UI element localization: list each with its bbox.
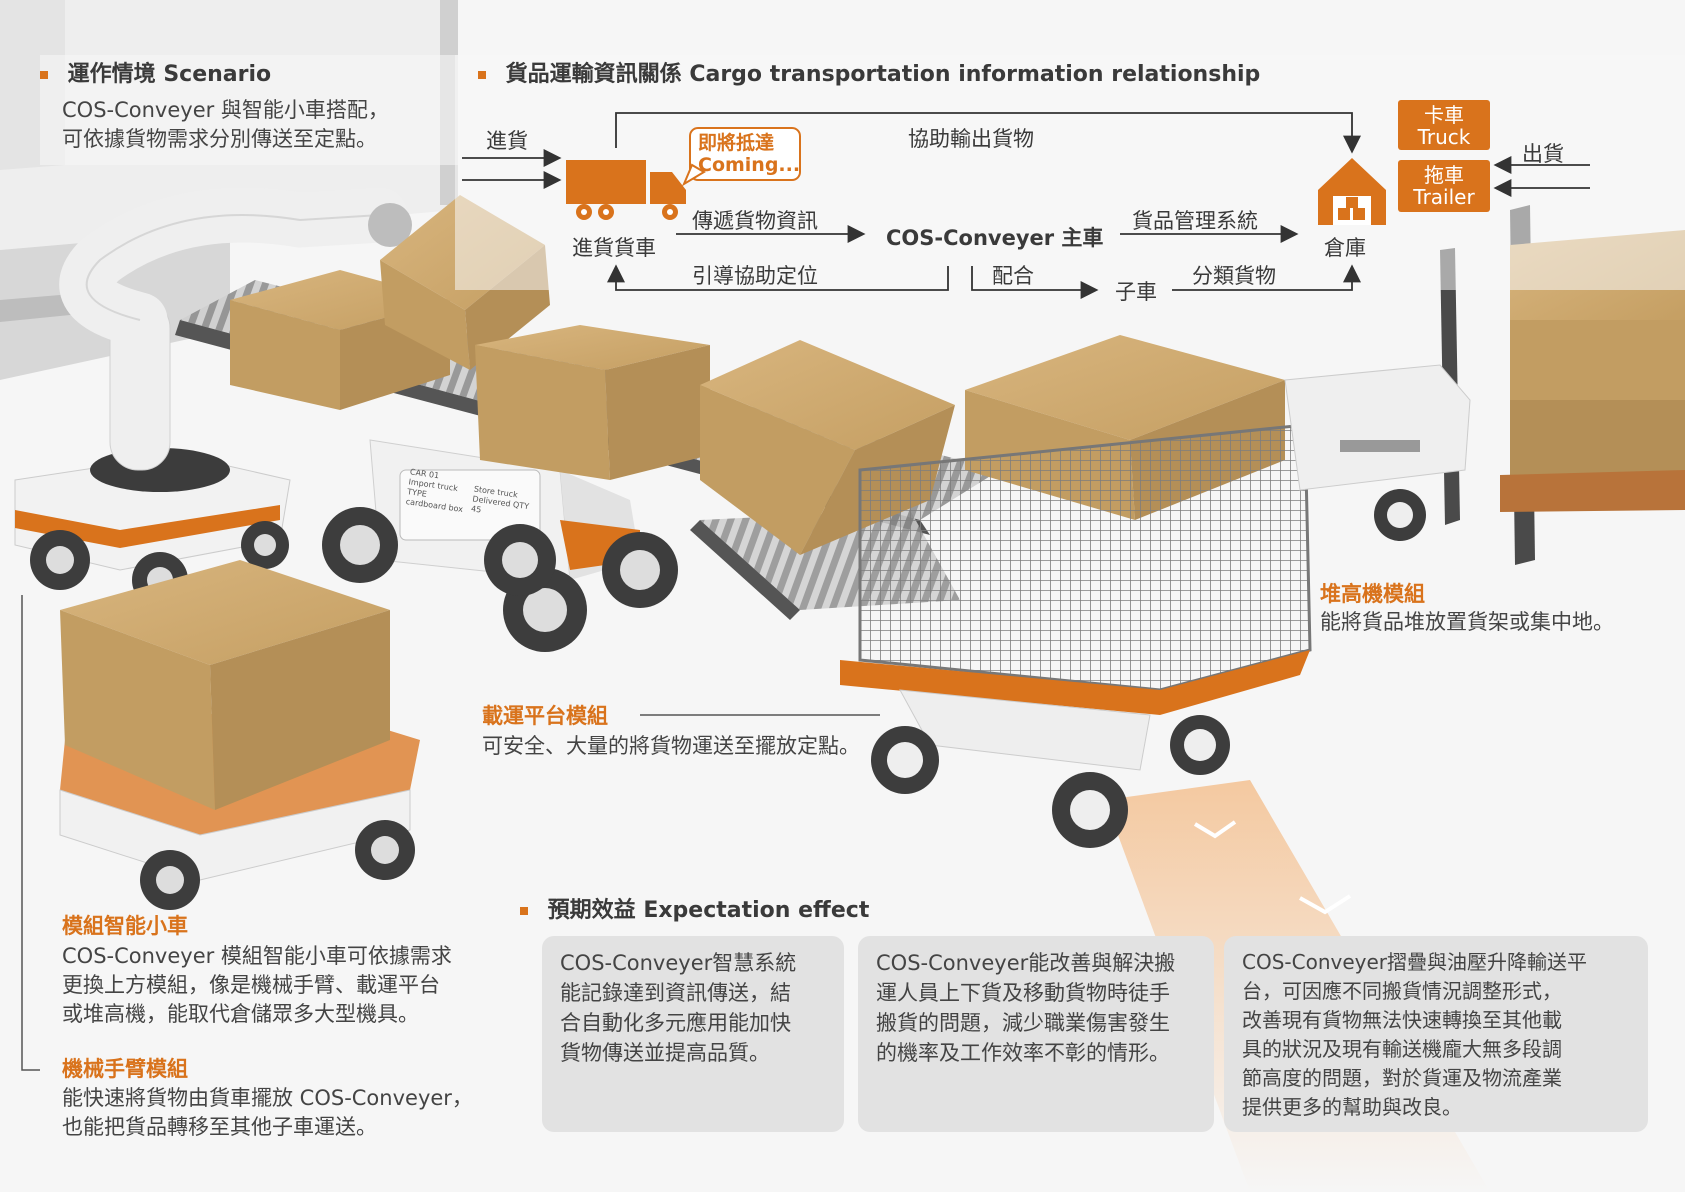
coming-badge-line: Coming... [698, 154, 801, 176]
cargo-heading: 貨品運輸資訊關係 Cargo transportation informatio… [478, 56, 1261, 88]
cargo-heading-text: 貨品運輸資訊關係 Cargo transportation informatio… [505, 62, 1261, 87]
truck-icon [566, 160, 686, 220]
expectation-heading-text: 預期效益 Expectation effect [547, 898, 870, 923]
effect-line: COS-Conveyer摺疊與油壓升降輸送平 [1242, 950, 1587, 974]
effect-card-2: COS-Conveyer能改善與解決搬 運人員上下貨及移動貨物時徒手 搬貨的問題… [858, 936, 1214, 1132]
arm-line: 也能把貨品轉移至其他子車運送。 [62, 1115, 377, 1139]
warehouse-label: 倉庫 [1324, 236, 1366, 260]
coming-badge: 即將抵達 Coming... [698, 132, 800, 176]
forklift-illustration [1284, 205, 1685, 565]
assist-output-label: 協助輸出貨物 [908, 127, 1034, 151]
effect-card-3: COS-Conveyer摺疊與油壓升降輸送平 台，可因應不同搬貨情況調整形式， … [1224, 936, 1648, 1132]
effect-line: 提供更多的幫助與改良。 [1242, 1095, 1462, 1119]
leader-line-left [21, 595, 40, 1071]
forklift-module-desc: 能將貨品堆放置貨架或集中地。 [1320, 610, 1614, 634]
platform-cart-illustration [840, 423, 1312, 848]
platform-module-desc: 可安全、大量的將貨物運送至擺放定點。 [482, 734, 860, 758]
sort-goods-label: 分類貨物 [1192, 264, 1276, 288]
effect-card-1: COS-Conveyer智慧系統 能記錄達到資訊傳送，結 合自動化多元應用能加快… [542, 936, 844, 1132]
effect-line: 搬貨的問題，減少職業傷害發生 [876, 1011, 1170, 1035]
smartcar-module-desc: COS-Conveyer 模組智能小車可依據需求 更換上方模組，像是機械手臂、載… [62, 942, 452, 1029]
sub-car-label: 子車 [1115, 280, 1157, 304]
warehouse-icon [1318, 158, 1386, 225]
effect-line: 台，可因應不同搬貨情況調整形式， [1242, 979, 1562, 1003]
effect-line: 合自動化多元應用能加快 [560, 1011, 791, 1035]
robot-arm-illustration [14, 187, 412, 608]
main-car-illustration [322, 439, 678, 652]
arm-line: 能快速將貨物由貨車擺放 COS-Conveyer， [62, 1086, 473, 1110]
smartcar-line: 更換上方模組，像是機械手臂、載運平台 [62, 973, 440, 997]
scenario-heading-text: 運作情境 Scenario [67, 62, 272, 87]
cooperate-label: 配合 [992, 264, 1034, 288]
truck-box-en: Truck [1417, 125, 1471, 149]
arm-module-title: 機械手臂模組 [62, 1057, 188, 1081]
effect-line: 貨物傳送並提高品質。 [560, 1041, 770, 1065]
pass-info-label: 傳遞貨物資訊 [692, 209, 818, 233]
coming-bubble [681, 127, 801, 187]
outgoing-label: 出貨 [1522, 142, 1564, 166]
coming-badge-line: 即將抵達 [698, 132, 775, 154]
goods-mgmt-label: 貨品管理系統 [1132, 209, 1258, 233]
effect-line: 改善現有貨物無法快速轉換至其他載 [1242, 1008, 1562, 1032]
incoming-truck-label: 進貨貨車 [572, 236, 656, 260]
effect-line: 節高度的問題，對於貨運及物流產業 [1242, 1066, 1562, 1090]
scenario-line: 可依據貨物需求分別傳送至定點。 [62, 127, 377, 151]
effect-line: 能記錄達到資訊傳送，結 [560, 981, 791, 1005]
smartcar-line: 或堆高機，能取代倉儲眾多大型機具。 [62, 1002, 419, 1026]
truck-box-zh: 卡車 [1424, 103, 1464, 127]
effect-line: COS-Conveyer能改善與解決搬 [876, 951, 1176, 975]
smartcar-line: COS-Conveyer 模組智能小車可依據需求 [62, 944, 452, 968]
effect-line: 的機率及工作效率不彰的情形。 [876, 1041, 1170, 1065]
smartcar-module-title: 模組智能小車 [62, 914, 188, 938]
effect-line: 具的狀況及現有輸送機龐大無多段調 [1242, 1037, 1562, 1061]
trailer-box-zh: 拖車 [1424, 163, 1464, 187]
arm-module-desc: 能快速將貨物由貨車擺放 COS-Conveyer， 也能把貨品轉移至其他子車運送… [62, 1084, 473, 1142]
truck-box: 卡車 Truck [1398, 100, 1490, 150]
platform-module-title: 載運平台模組 [482, 704, 608, 728]
trailer-box: 拖車 Trailer [1398, 160, 1490, 212]
trailer-box-en: Trailer [1413, 185, 1475, 209]
scenario-heading: 運作情境 Scenario [40, 56, 271, 88]
cargo-flow-arrows [462, 112, 1590, 299]
effect-line: 運人員上下貨及移動貨物時徒手 [876, 981, 1170, 1005]
main-car-label: COS-Conveyer 主車 [886, 226, 1104, 250]
expectation-heading: 預期效益 Expectation effect [520, 892, 870, 924]
smart-subcar-illustration [59, 560, 420, 910]
scenario-description: COS-Conveyer 與智能小車搭配， 可依據貨物需求分別傳送至定點。 [62, 96, 389, 154]
forklift-module-title: 堆高機模組 [1320, 582, 1425, 606]
guide-position-label: 引導協助定位 [692, 264, 818, 288]
scenario-line: COS-Conveyer 與智能小車搭配， [62, 98, 389, 122]
incoming-label: 進貨 [486, 129, 528, 153]
effect-line: COS-Conveyer智慧系統 [560, 951, 797, 975]
